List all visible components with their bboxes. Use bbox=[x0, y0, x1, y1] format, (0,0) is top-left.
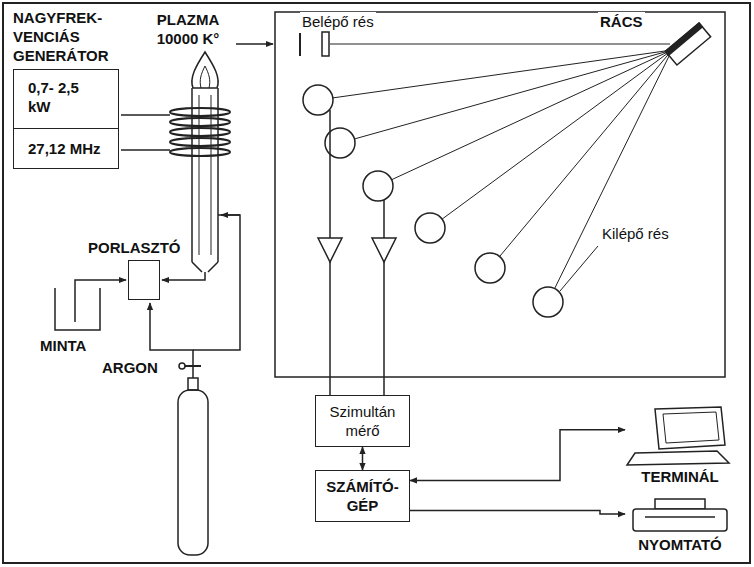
device-label: TERMINÁL bbox=[625, 467, 735, 486]
process-box: Szimultán mérő bbox=[315, 395, 410, 447]
argon-cylinder bbox=[178, 363, 208, 555]
printer-icon bbox=[625, 497, 735, 535]
outer-frame bbox=[3, 3, 750, 563]
terminal-block: TERMINÁL bbox=[625, 405, 735, 486]
generator-heading: NAGYFREK- VENCIÁS GENERÁTOR bbox=[13, 8, 119, 65]
label-text: ARGON bbox=[100, 358, 160, 377]
connector bbox=[410, 511, 625, 515]
label-text: MINTA bbox=[38, 336, 88, 355]
photomultipliers bbox=[318, 110, 396, 395]
nebulizer-block: PORLASZTÓ bbox=[88, 238, 198, 304]
label-text: PLAZMA 10000 K° bbox=[140, 10, 236, 48]
printer-paper bbox=[655, 499, 705, 509]
generator-value: 0,7- 2,5 kW bbox=[28, 78, 90, 116]
sample-tube bbox=[75, 280, 126, 322]
light-path-arrow bbox=[236, 43, 273, 45]
terminal-keyboard bbox=[627, 451, 729, 465]
terminal-screen-inner bbox=[663, 412, 719, 443]
device-label: NYOMTATÓ bbox=[625, 535, 735, 554]
generator-block: NAGYFREK- VENCIÁS GENERÁTOR 0,7- 2,5 kW 27… bbox=[13, 8, 119, 169]
argon-line bbox=[193, 215, 240, 350]
induction-coil bbox=[170, 108, 230, 156]
printer-body bbox=[633, 509, 727, 531]
sample-container bbox=[55, 288, 100, 330]
aerosol-tube bbox=[162, 272, 205, 280]
exit-slit-detectors bbox=[303, 85, 563, 317]
terminal-icon bbox=[625, 405, 735, 467]
generator-value: 27,12 MHz bbox=[28, 139, 110, 158]
nebulizer-heading: PORLASZTÓ bbox=[88, 238, 198, 257]
process-box: SZÁMÍTÓ- GÉP bbox=[315, 470, 410, 522]
leader-line bbox=[560, 246, 598, 291]
connector bbox=[410, 430, 625, 481]
grating bbox=[665, 23, 710, 65]
terminal-screen bbox=[655, 407, 725, 449]
label-text: Belépő rés bbox=[300, 12, 376, 31]
box-text: Szimultán mérő bbox=[322, 402, 403, 440]
label-text: RÁCS bbox=[598, 12, 645, 31]
plasma-torch bbox=[192, 52, 240, 272]
connector bbox=[362, 447, 364, 470]
generator-box: 0,7- 2,5 kW 27,12 MHz bbox=[13, 69, 119, 169]
printer-slot bbox=[645, 516, 715, 518]
entrance-slit-holder bbox=[322, 32, 329, 56]
nebulizer-box bbox=[128, 260, 160, 300]
light-rays bbox=[318, 44, 672, 302]
rf-feed-lines bbox=[121, 115, 170, 150]
entrance-slit bbox=[299, 33, 301, 56]
separator-line bbox=[14, 128, 118, 129]
box-text: SZÁMÍTÓ- GÉP bbox=[322, 477, 403, 515]
label-text: Kilépő rés bbox=[600, 224, 671, 243]
printer-block: NYOMTATÓ bbox=[625, 497, 735, 554]
spectrometer-housing bbox=[275, 12, 725, 377]
